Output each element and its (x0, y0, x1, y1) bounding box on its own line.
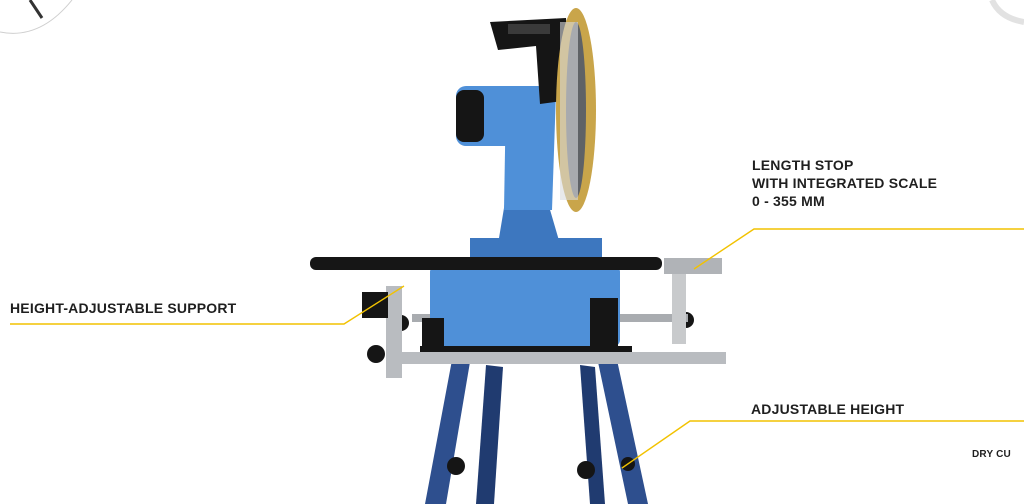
leg-back-right (580, 365, 605, 504)
callout-adjustable-height: ADJUSTABLE HEIGHT (751, 401, 905, 417)
blade-guard (560, 22, 578, 200)
leg-front-right (598, 360, 648, 504)
handle-grip (508, 24, 550, 34)
base-body-blue (430, 266, 620, 346)
leg-front-left (425, 360, 470, 504)
callout-length-stop-line2: WITH INTEGRATED SCALE (752, 175, 938, 191)
corner-arc-left (0, 0, 73, 34)
base-left-block (422, 318, 444, 348)
leader-height-support (10, 285, 405, 325)
base-right-block (590, 298, 618, 348)
corner-stand-sketch (28, 0, 44, 19)
length-stop-block (664, 258, 722, 274)
callout-dry-cut: DRY CU (972, 449, 1011, 460)
callout-length-stop-line1: LENGTH STOP (752, 157, 854, 173)
callout-length-stop-line3: 0 - 355 MM (752, 193, 825, 209)
knob-5 (577, 461, 595, 479)
rail-lower (386, 352, 726, 364)
length-stop-bar (310, 257, 662, 270)
leader-length-stop (693, 228, 1024, 270)
motor-cap (456, 90, 484, 142)
support-post-right (672, 268, 686, 344)
support-post-left (386, 286, 402, 378)
knob-4 (447, 457, 465, 475)
leg-back-left (476, 365, 503, 504)
knob-1 (367, 345, 385, 363)
leader-adjustable-height (621, 420, 1024, 469)
handle (490, 18, 570, 104)
saw-arm (456, 18, 570, 244)
saw-blade (556, 8, 596, 212)
corner-arc-right (989, 0, 1024, 25)
callout-height-support: HEIGHT-ADJUSTABLE SUPPORT (10, 300, 237, 316)
